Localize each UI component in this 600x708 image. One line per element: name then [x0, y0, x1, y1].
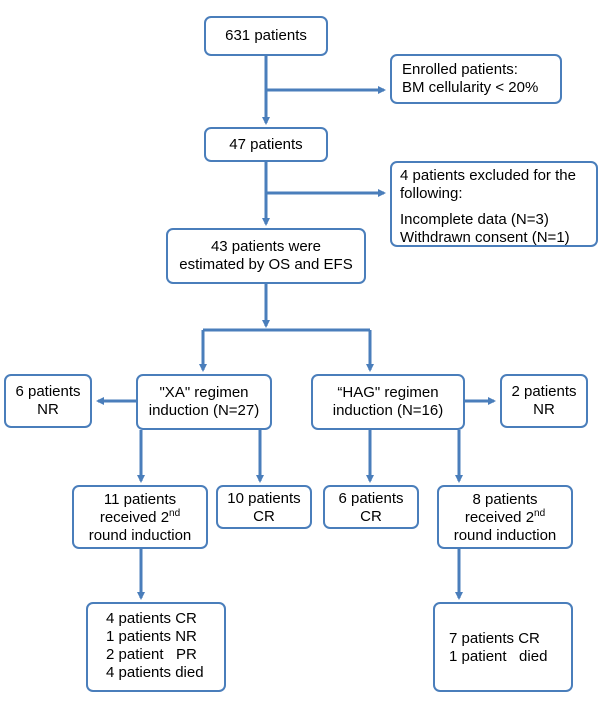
box-47-patients: 47 patients	[204, 127, 328, 162]
box-enrolled-patients: Enrolled patients: BM cellularity < 20%	[390, 54, 562, 104]
box-hag-outcome: 7 patients CR 1 patient died	[433, 602, 573, 692]
box-xa-nr: 6 patients NR	[4, 374, 92, 428]
box-xa-outcome: 4 patients CR 1 patients NR 2 patient PR…	[86, 602, 226, 692]
box-hag-cr: 6 patients CR	[323, 485, 419, 529]
box-hag-second-round: 8 patients received 2nd round induction	[437, 485, 573, 549]
box-631-patients: 631 patients	[204, 16, 328, 56]
box-hag-nr: 2 patients NR	[500, 374, 588, 428]
box-xa-cr: 10 patients CR	[216, 485, 312, 529]
box-xa-second-round: 11 patients received 2nd round induction	[72, 485, 208, 549]
box-xa-regimen: "XA" regimen induction (N=27)	[136, 374, 272, 430]
box-hag-regimen: “HAG" regimen induction (N=16)	[311, 374, 465, 430]
box-43-patients: 43 patients were estimated by OS and EFS	[166, 228, 366, 284]
box-excluded-patients: 4 patients excluded for the following: I…	[390, 161, 598, 247]
